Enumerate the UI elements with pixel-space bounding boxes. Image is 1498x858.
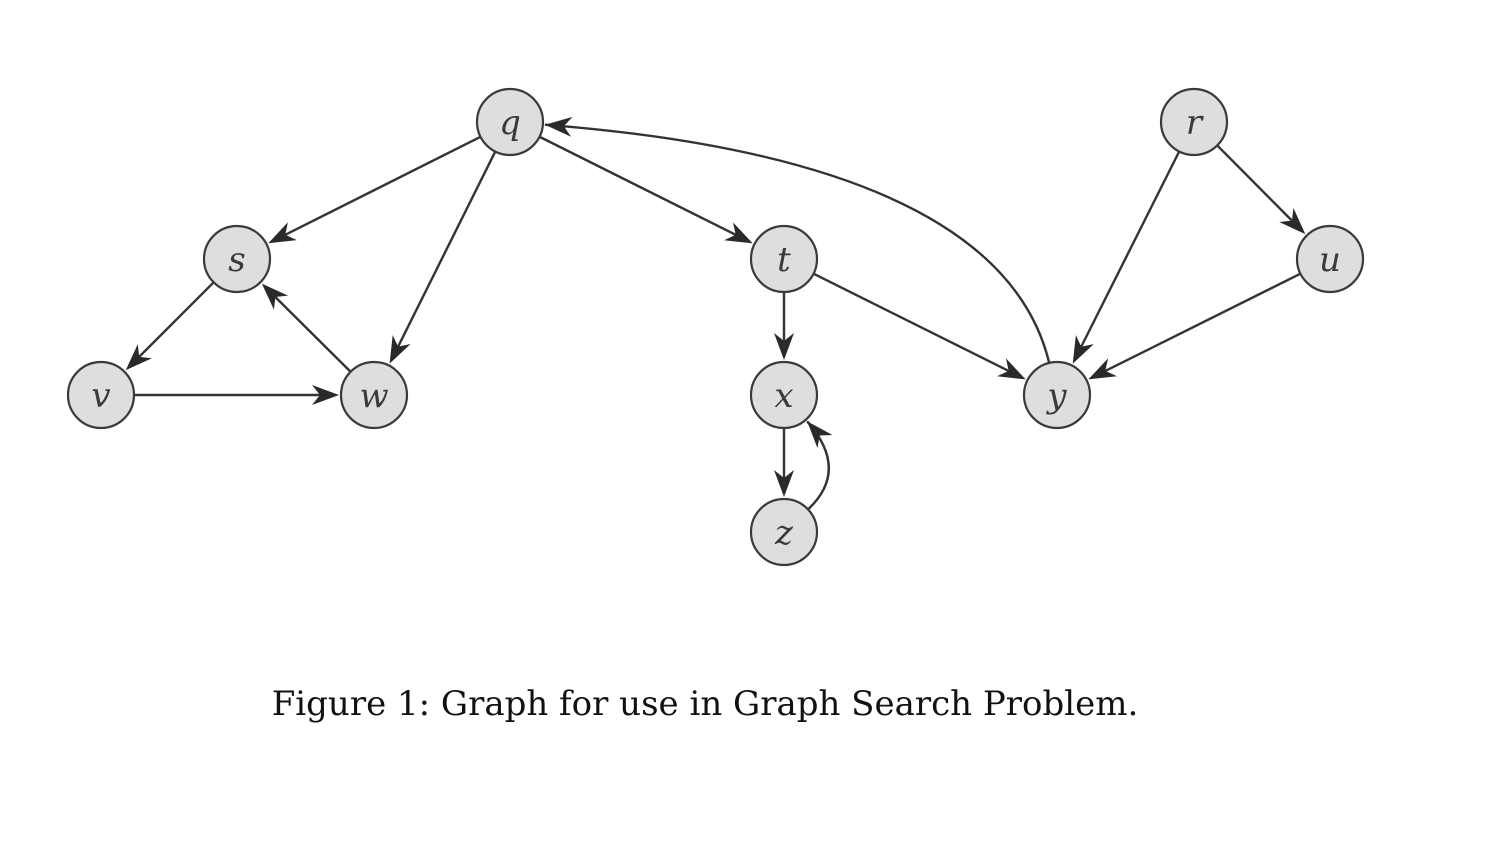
edge-q-to-w	[393, 151, 497, 354]
edge-r-to-y-arrowhead	[1072, 335, 1094, 364]
edge-x-to-z-arrowhead	[774, 470, 794, 497]
edge-q-to-t-arrowhead	[724, 222, 753, 244]
edge-v-to-w-arrowhead	[312, 385, 339, 405]
edge-z-to-x-arrowhead	[807, 421, 833, 449]
edge-r-to-y	[1077, 150, 1181, 354]
figure-caption: Figure 1: Graph for use in Graph Search …	[271, 684, 1139, 724]
node-label-u: u	[1319, 240, 1341, 280]
node-t: t	[749, 224, 819, 294]
node-circle-t	[749, 224, 819, 294]
edge-w-to-s	[269, 291, 352, 373]
node-label-x: x	[774, 376, 793, 416]
edge-layer	[125, 116, 1306, 511]
node-circle-y	[1022, 360, 1092, 430]
edge-q-to-t	[538, 135, 743, 240]
node-label-t: t	[777, 240, 791, 280]
edge-q-to-s	[278, 135, 482, 239]
edge-u-to-y	[1098, 272, 1301, 376]
node-circle-r	[1159, 87, 1229, 157]
edge-y-to-q-arrowhead	[544, 116, 573, 137]
node-circle-u	[1295, 224, 1365, 294]
edge-y-to-q	[544, 123, 1051, 364]
node-r: r	[1159, 87, 1229, 157]
node-y: y	[1022, 360, 1092, 430]
node-v: v	[66, 360, 136, 430]
edge-u-to-y-arrowhead	[1088, 358, 1117, 380]
edge-t-to-y	[813, 272, 1016, 376]
node-q: q	[475, 87, 545, 157]
node-layer: q r s t u v w x y z	[66, 87, 1365, 567]
edge-r-to-u	[1216, 144, 1298, 227]
graph-diagram: q r s t u v w x y z	[66, 87, 1365, 567]
edge-s-to-v	[133, 281, 215, 363]
node-u: u	[1295, 224, 1365, 294]
node-circle-z	[749, 497, 819, 567]
node-circle-s	[202, 224, 272, 294]
node-label-r: r	[1186, 103, 1204, 143]
edge-s-to-v-arrowhead	[125, 344, 152, 371]
node-x: x	[749, 360, 819, 430]
node-label-y: y	[1045, 376, 1067, 416]
node-label-z: z	[774, 513, 794, 553]
edge-q-to-w-arrowhead	[389, 335, 411, 364]
node-label-w: w	[359, 376, 388, 416]
node-circle-w	[339, 360, 409, 430]
edge-q-to-s-arrowhead	[268, 222, 297, 244]
node-label-v: v	[91, 376, 110, 416]
edge-w-to-s-arrowhead	[261, 283, 289, 310]
node-w: w	[339, 360, 409, 430]
edge-t-to-y-arrowhead	[997, 358, 1026, 380]
edge-t-to-x-arrowhead	[774, 333, 794, 360]
edge-r-to-u-arrowhead	[1279, 207, 1306, 235]
node-circle-q	[475, 87, 545, 157]
node-circle-v	[66, 360, 136, 430]
node-circle-x	[749, 360, 819, 430]
node-z: z	[749, 497, 819, 567]
node-label-q: q	[499, 103, 521, 143]
node-s: s	[202, 224, 272, 294]
node-label-s: s	[228, 240, 245, 280]
